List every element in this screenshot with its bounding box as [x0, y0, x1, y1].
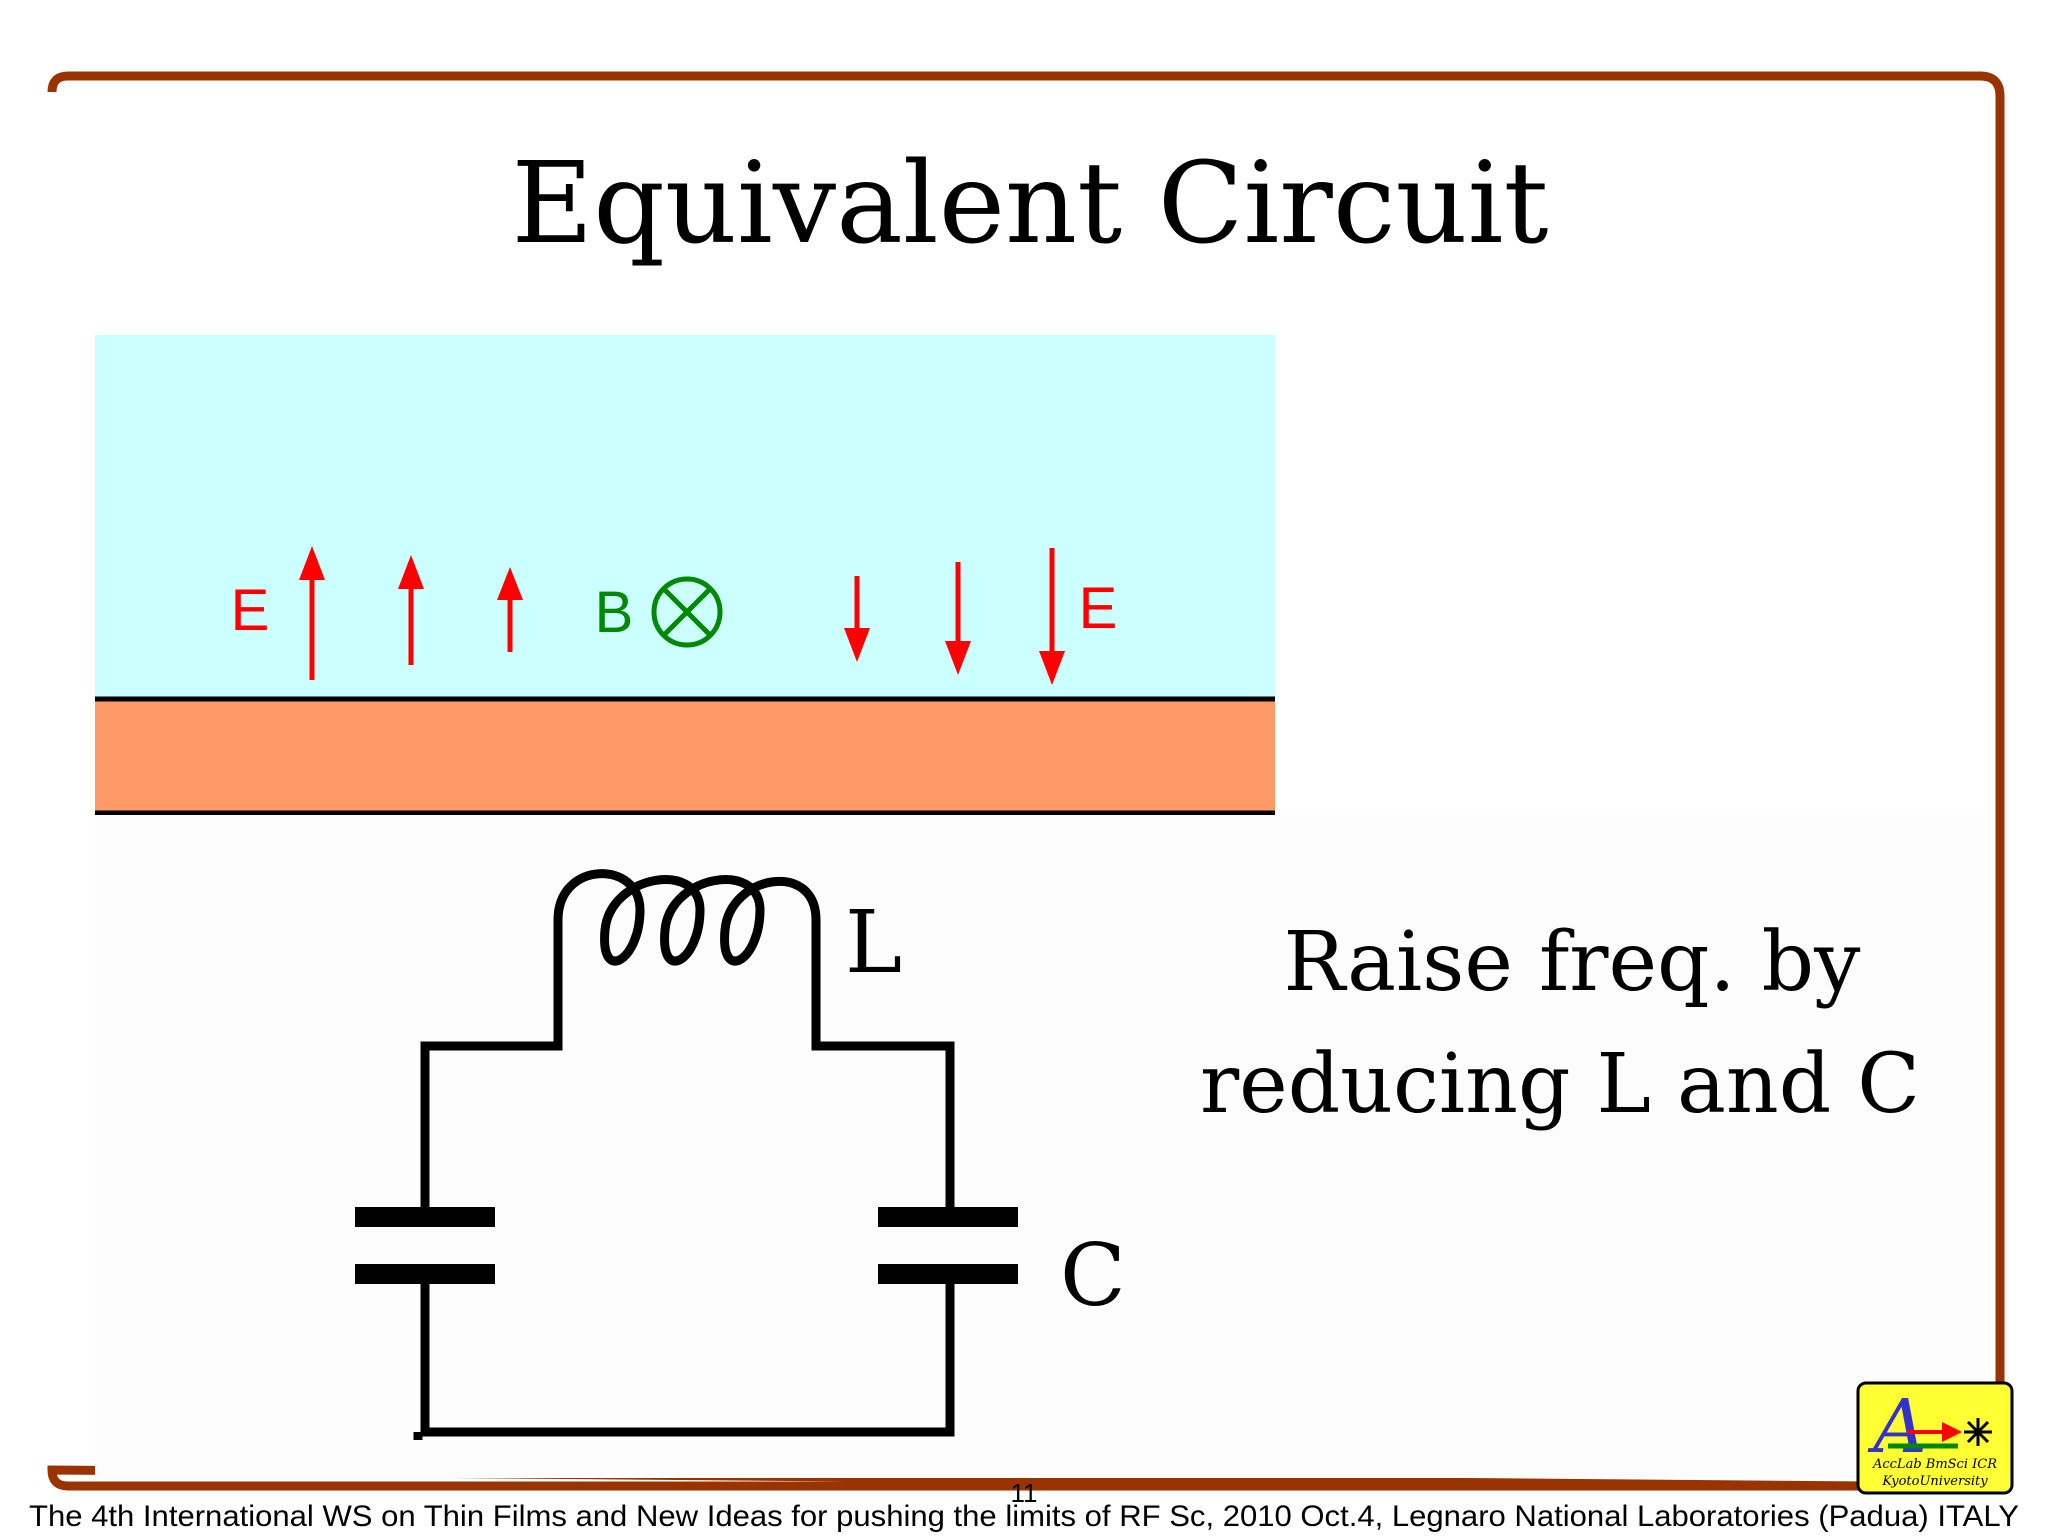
e-label-left: E [231, 578, 270, 643]
acclab-logo: A AccLab BmSci ICR KyotoUniversity [1856, 1381, 2014, 1495]
e-label-right: E [1079, 576, 1118, 641]
note-line-1: Raise freq. by [1284, 915, 1862, 1010]
capacitor-label: C [1060, 1226, 1126, 1326]
b-field-into-page-icon [651, 576, 723, 648]
slide-title: Equivalent Circuit [511, 139, 1548, 269]
vacuum-region [95, 335, 1275, 698]
e-arrow-up-1 [299, 546, 325, 680]
logo-line-1: AccLab BmSci ICR [1872, 1457, 1997, 1472]
wire-right [811, 920, 955, 1210]
inductor-label: L [845, 893, 902, 993]
e-arrow-up-3 [497, 567, 523, 652]
e-arrow-down-3 [1039, 548, 1065, 685]
conductor-region [95, 698, 1275, 813]
field-diagram: E E B [95, 335, 1275, 816]
e-arrow-down-1 [844, 576, 870, 662]
logo-line-2: KyotoUniversity [1881, 1474, 1988, 1489]
star-icon [1964, 1418, 1992, 1446]
b-label: B [595, 580, 634, 645]
e-arrow-up-2 [398, 555, 424, 665]
lc-circuit [355, 869, 1018, 1440]
circuit-area-background [95, 815, 1985, 1478]
wire-bottom [420, 1282, 955, 1437]
e-arrow-down-2 [945, 562, 971, 675]
inductor-coil [553, 869, 821, 966]
page-number: 11 [1011, 1478, 1038, 1508]
wire-left [420, 920, 563, 1210]
footer-text: The 4th International WS on Thin Films a… [29, 1500, 2019, 1533]
logo-letter: A [1867, 1384, 1926, 1470]
note-line-2: reducing L and C [1200, 1037, 1920, 1132]
